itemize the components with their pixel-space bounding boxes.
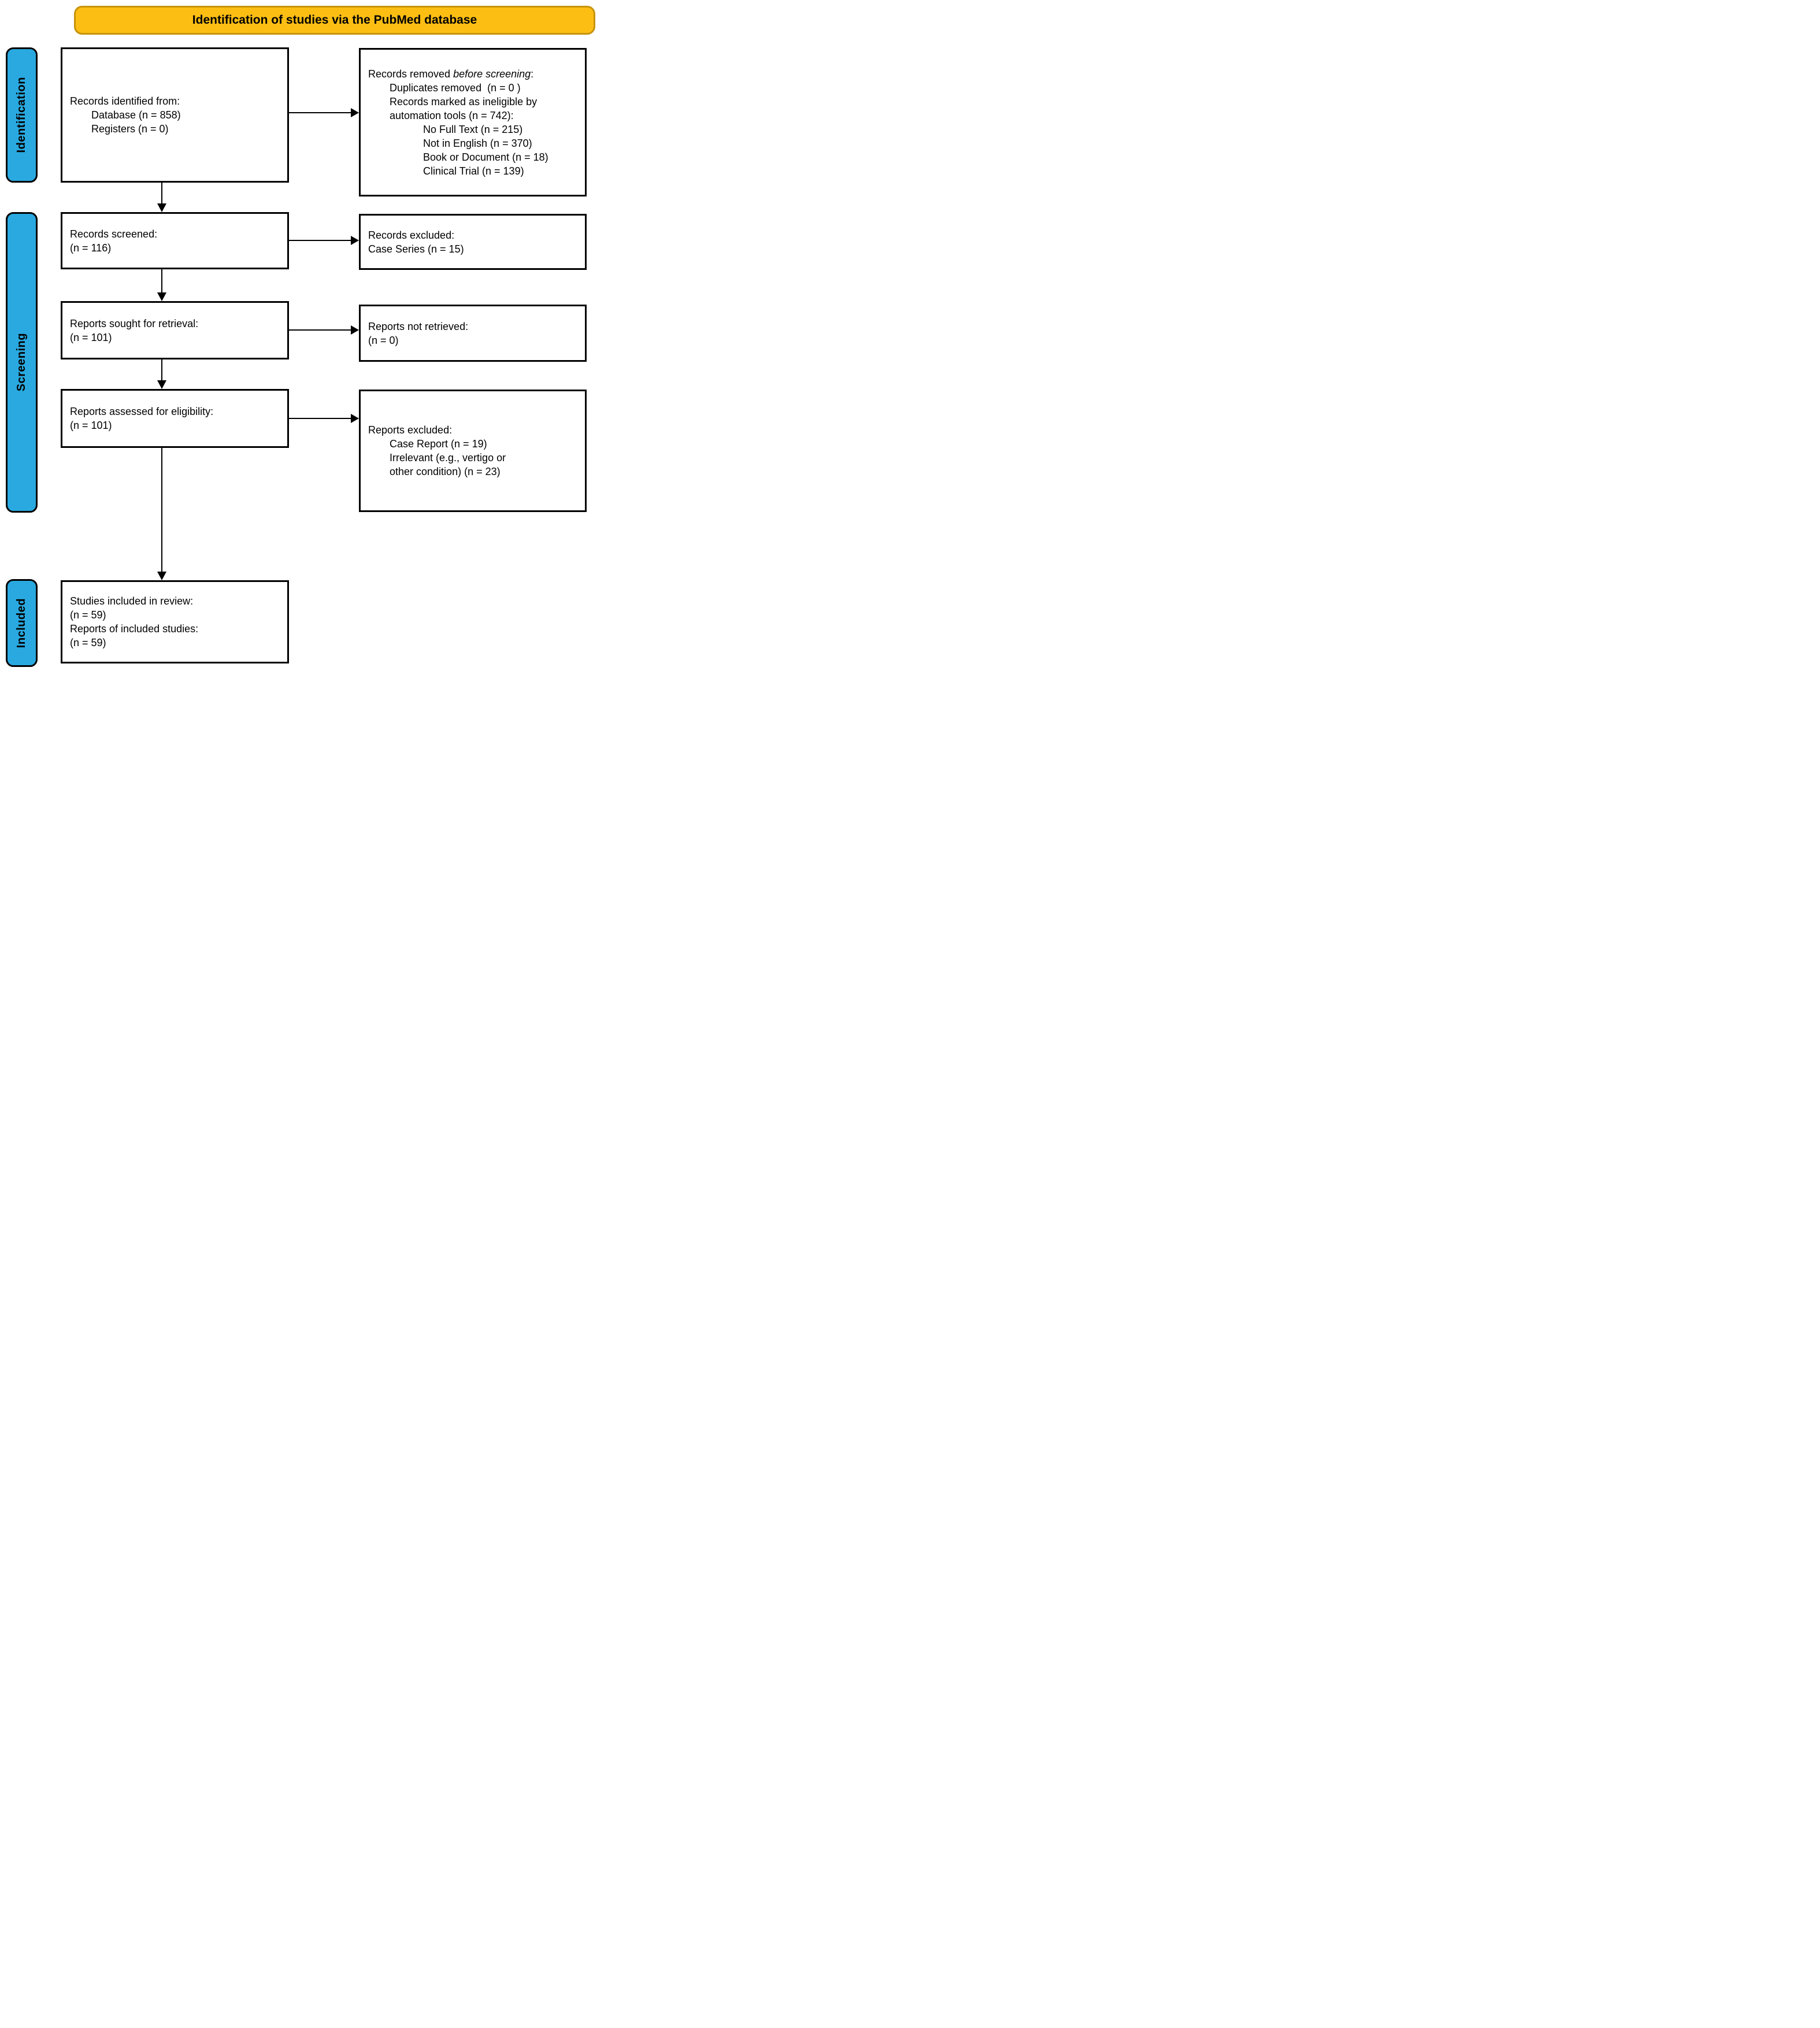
- arrowhead-down-icon: [157, 292, 166, 301]
- text-line: No Full Text (n = 215): [423, 123, 523, 135]
- text-line: Database (n = 858): [91, 109, 181, 121]
- arrowhead-right-icon: [351, 414, 359, 423]
- arrowhead-down-icon: [157, 380, 166, 389]
- box-reports-assessed: Reports assessed for eligibility: (n = 1…: [61, 389, 289, 448]
- arrowhead-right-icon: [351, 325, 359, 335]
- arrow-assessed-to-included: [161, 448, 162, 572]
- arrow-identified-to-removed: [289, 112, 351, 113]
- box-records-removed: Records removed before screening: Duplic…: [359, 48, 587, 197]
- title-banner: Identification of studies via the PubMed…: [74, 6, 595, 35]
- arrow-sought-to-assessed: [161, 359, 162, 381]
- box-records-excluded: Records excluded: Case Series (n = 15): [359, 214, 587, 270]
- arrow-identified-to-screened: [161, 183, 162, 204]
- text-line: Reports of included studies:: [70, 623, 199, 635]
- text-line: (n = 101): [70, 420, 112, 431]
- text-line: Case Series (n = 15): [368, 243, 464, 255]
- text-line: Registers (n = 0): [91, 123, 169, 135]
- text-line: Irrelevant (e.g., vertigo or: [390, 452, 506, 464]
- text-line: Reports assessed for eligibility:: [70, 406, 214, 417]
- text-line: Records marked as ineligible by: [390, 95, 538, 107]
- stage-screening-text: Screening: [15, 333, 28, 392]
- stage-label-included: Included: [6, 579, 38, 667]
- box-reports-excluded: Reports excluded: Case Report (n = 19) I…: [359, 390, 587, 512]
- text-line: (n = 59): [70, 637, 106, 648]
- box-studies-included: Studies included in review: (n = 59) Rep…: [61, 580, 289, 663]
- text-line: Clinical Trial (n = 139): [423, 165, 524, 177]
- stage-identification-text: Identification: [15, 77, 28, 153]
- stage-label-screening: Screening: [6, 212, 38, 513]
- text-line: Reports not retrieved:: [368, 320, 469, 332]
- stage-label-identification: Identification: [6, 47, 38, 183]
- arrow-sought-to-not-retrieved: [289, 329, 351, 331]
- text-line: Studies included in review:: [70, 595, 194, 607]
- text-line: Not in English (n = 370): [423, 137, 532, 149]
- text-line: (n = 116): [70, 242, 112, 254]
- text-line: Records removed before screening:: [368, 68, 534, 80]
- text-line: (n = 101): [70, 331, 112, 343]
- text-line: automation tools (n = 742):: [390, 109, 514, 121]
- text-line: Reports excluded:: [368, 424, 453, 436]
- arrow-assessed-to-excluded: [289, 418, 351, 419]
- text-line: Reports sought for retrieval:: [70, 317, 199, 329]
- text-line: (n = 59): [70, 609, 106, 621]
- arrowhead-right-icon: [351, 108, 359, 117]
- box-records-screened: Records screened: (n = 116): [61, 212, 289, 269]
- text-line: Records excluded:: [368, 229, 455, 241]
- text-line: Duplicates removed (n = 0 ): [390, 81, 521, 94]
- arrowhead-down-icon: [157, 572, 166, 580]
- text-line: other condition) (n = 23): [390, 466, 501, 477]
- stage-included-text: Included: [15, 598, 28, 648]
- diagram-title: Identification of studies via the PubMed…: [192, 13, 477, 27]
- arrow-screened-to-sought: [161, 269, 162, 293]
- text-line: Records identified from:: [70, 95, 180, 107]
- box-reports-sought: Reports sought for retrieval: (n = 101): [61, 301, 289, 359]
- box-records-identified: Records identified from: Database (n = 8…: [61, 47, 289, 183]
- text-line: (n = 0): [368, 334, 399, 346]
- text-line: Records screened:: [70, 228, 158, 240]
- box-reports-not-retrieved: Reports not retrieved: (n = 0): [359, 305, 587, 362]
- text-line: Book or Document (n = 18): [423, 151, 548, 163]
- prisma-flow-diagram: Identification of studies via the PubMed…: [0, 0, 607, 676]
- arrowhead-right-icon: [351, 236, 359, 245]
- arrowhead-down-icon: [157, 203, 166, 212]
- arrow-screened-to-excluded: [289, 240, 351, 241]
- text-line: Case Report (n = 19): [390, 438, 487, 450]
